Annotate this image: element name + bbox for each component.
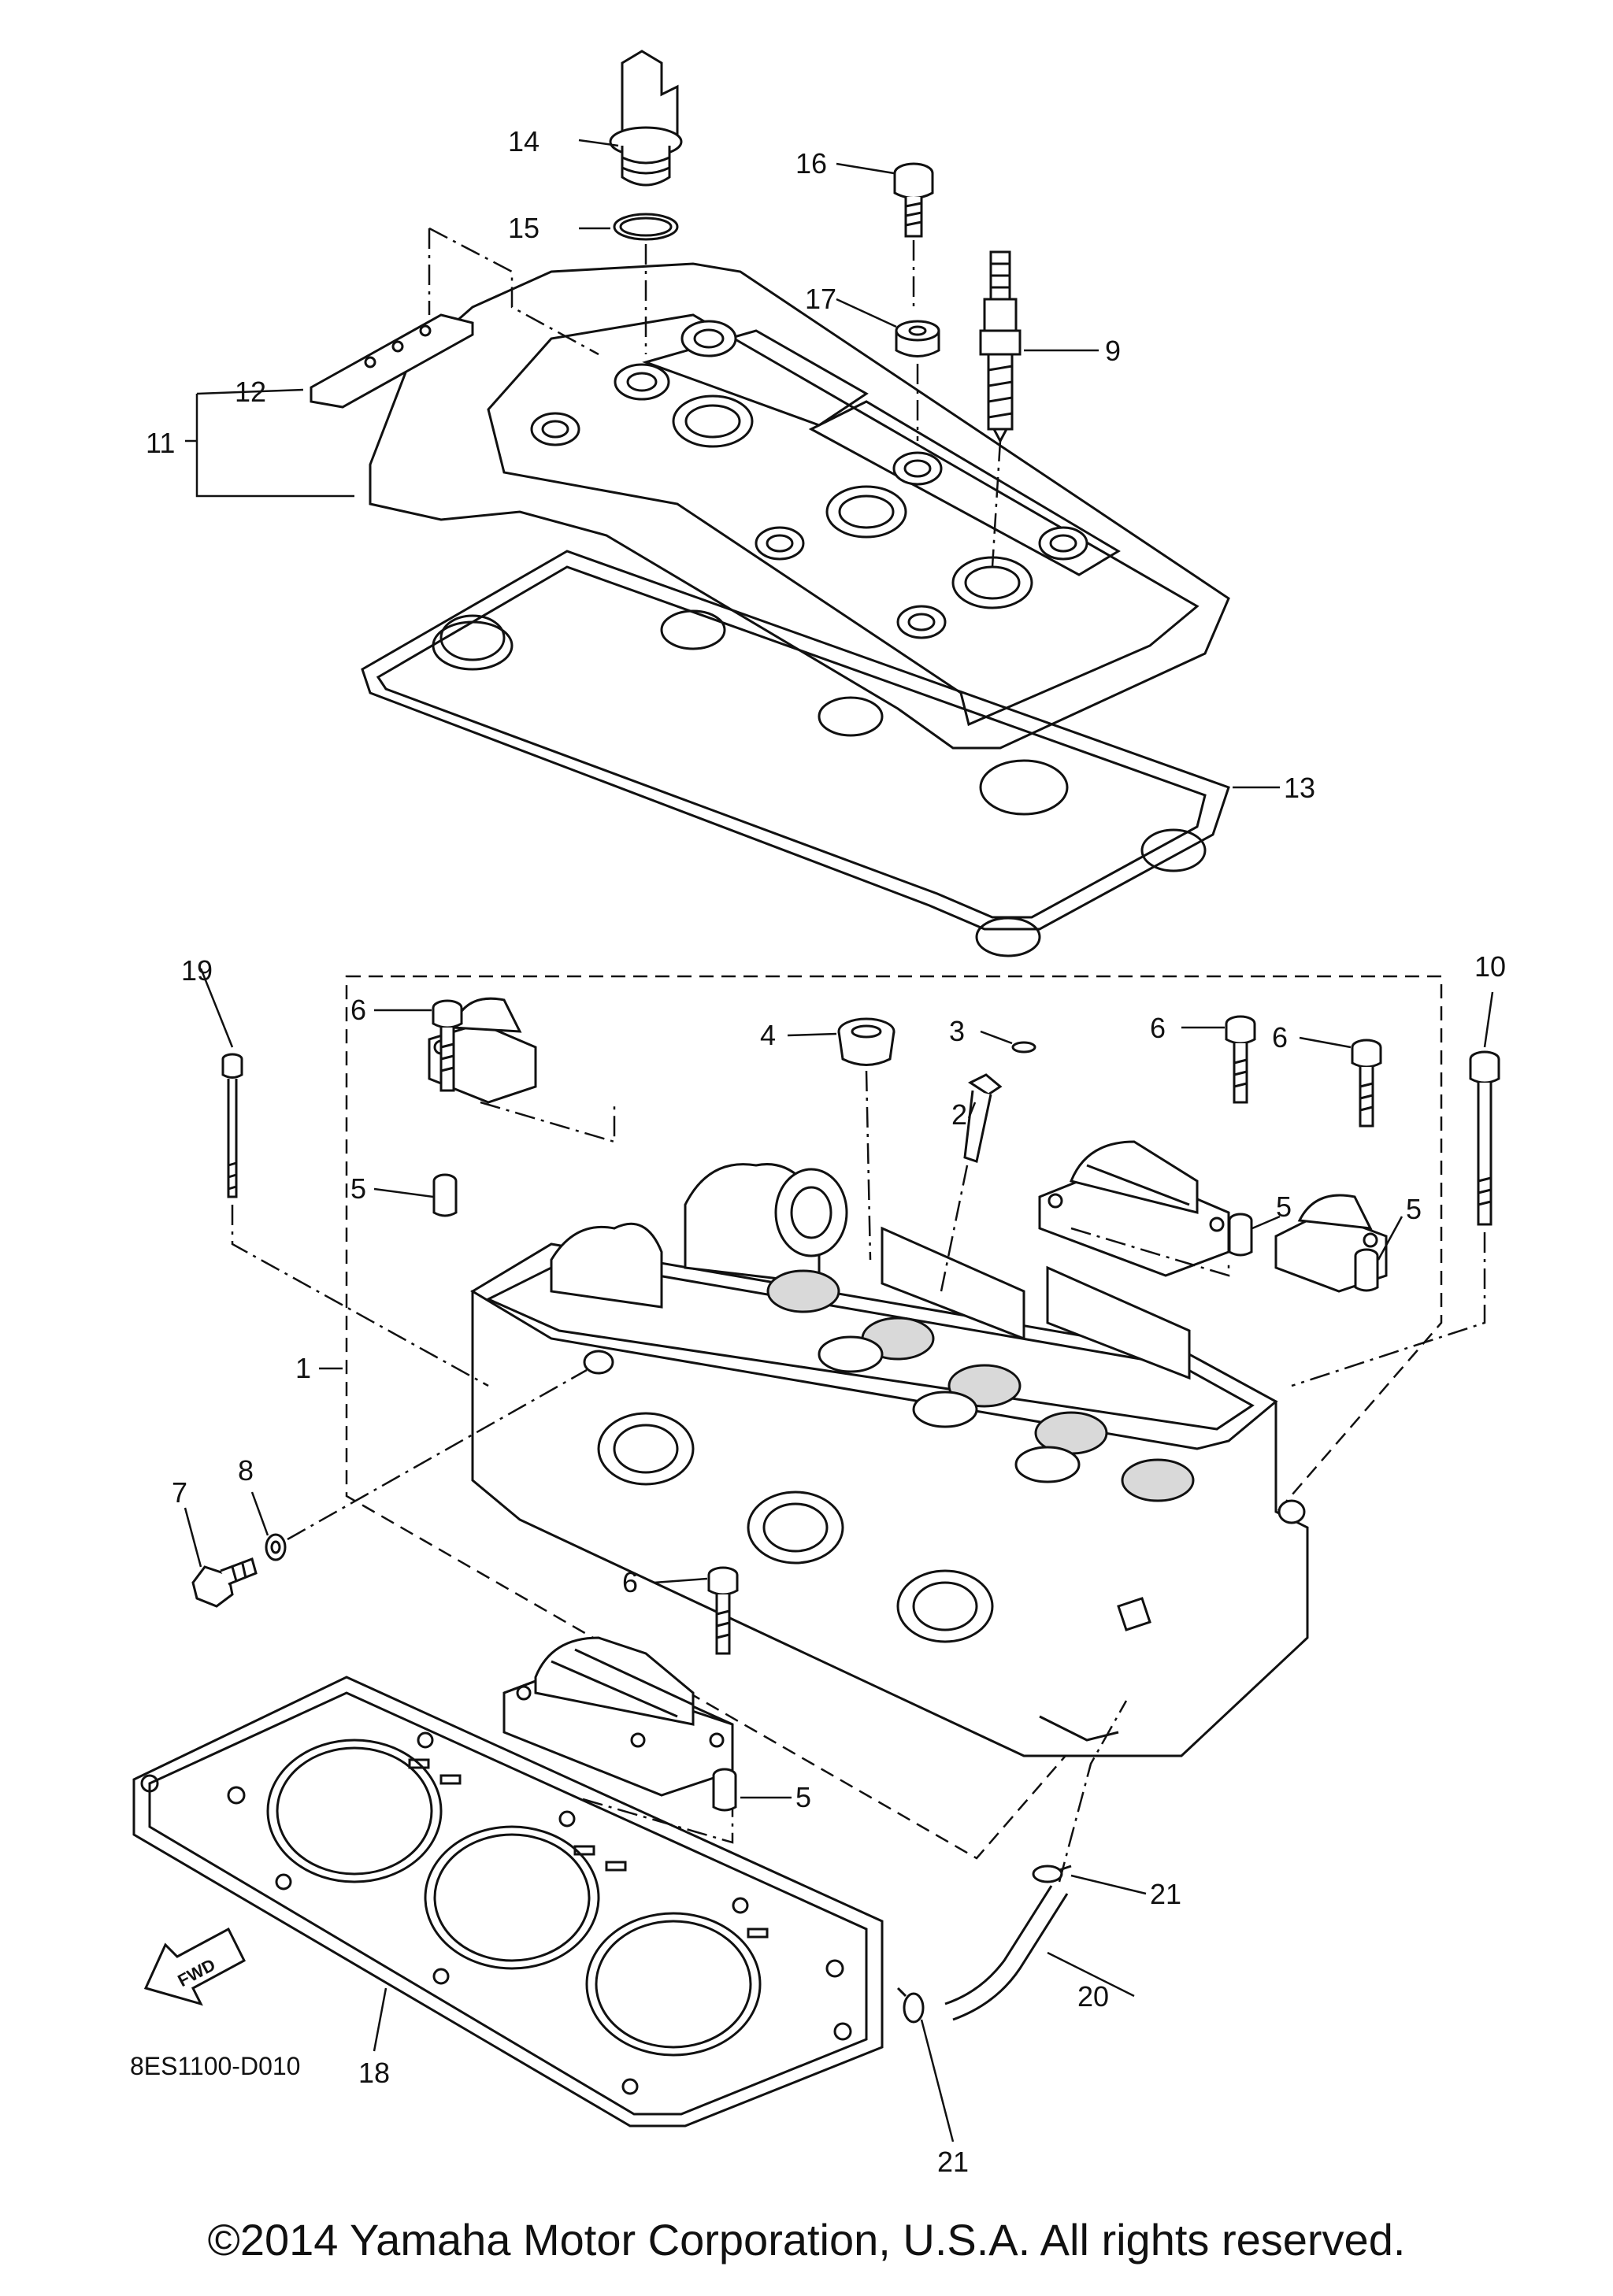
plug-cap	[837, 1017, 895, 1261]
part-label-6-right-b: 6	[1272, 1021, 1288, 1054]
part-label-6-right-a: 6	[1150, 1012, 1166, 1044]
grommet	[895, 320, 940, 441]
part-label-17: 17	[805, 283, 836, 315]
cover-plate	[310, 227, 599, 409]
dowel-pin-right-b	[1354, 1248, 1379, 1292]
hose-clip-lower	[896, 1987, 925, 2024]
part-label-15: 15	[508, 212, 540, 244]
part-label-1: 1	[295, 1352, 311, 1384]
head-cover-gasket	[361, 550, 1230, 957]
part-label-4: 4	[760, 1019, 776, 1051]
part-label-6-left: 6	[350, 994, 366, 1026]
leader-lines	[184, 139, 1494, 2142]
part-label-11: 11	[146, 427, 175, 459]
copyright-notice: ©2014 Yamaha Motor Corporation, U.S.A. A…	[207, 2215, 1406, 2265]
cap-bolt-right-b	[1351, 1039, 1382, 1128]
part-label-3: 3	[949, 1015, 965, 1047]
stud-bolt-left	[221, 1053, 489, 1387]
part-label-5-right-a: 5	[1276, 1191, 1292, 1223]
part-label-18: 18	[358, 2057, 390, 2089]
cover-bolt	[893, 162, 934, 307]
spark-plug	[979, 250, 1022, 568]
part-label-8: 8	[238, 1454, 254, 1487]
dowel-pin-right-a	[1228, 1213, 1253, 1257]
o-ring	[613, 213, 679, 354]
part-label-20: 20	[1077, 1980, 1109, 2013]
part-label-6-lower: 6	[622, 1566, 638, 1598]
drawing-code: 8ES1100-D010	[130, 2052, 300, 2080]
oil-filler-cap	[609, 50, 683, 187]
hose-clip-upper	[1032, 1865, 1072, 1883]
part-label-21-upper: 21	[1150, 1878, 1181, 1910]
camshaft-cap-lower	[502, 1636, 734, 1844]
part-label-10: 10	[1474, 950, 1506, 983]
part-label-14: 14	[508, 125, 540, 157]
cap-bolt-right-a	[1225, 1015, 1256, 1104]
part-label-9: 9	[1105, 335, 1121, 367]
part-label-12: 12	[235, 376, 266, 408]
cylinder-head-cover	[369, 262, 1230, 750]
stud-bolt-right	[1291, 1050, 1500, 1387]
washer	[265, 1368, 588, 1561]
fwd-arrow-icon: FWD	[143, 1927, 246, 2006]
cap-bolt-lower	[707, 1566, 739, 1655]
part-label-21-lower: 21	[937, 2146, 969, 2178]
side-bolt	[191, 1557, 258, 1608]
breather-hose	[944, 1700, 1128, 2021]
camshaft-cap-right-a	[1038, 1140, 1230, 1277]
part-label-5-lower: 5	[795, 1781, 811, 1813]
part-label-5-right-b: 5	[1406, 1193, 1422, 1225]
cylinder-head	[470, 1163, 1309, 1757]
part-label-16: 16	[795, 147, 827, 180]
dowel-pin-left	[432, 1173, 458, 1217]
part-label-19: 19	[181, 954, 213, 987]
pin-clip	[1011, 1041, 1036, 1054]
part-label-2: 2	[951, 1098, 967, 1131]
part-labels: 14 15 16 17 9 12 11 13 19 10 6 6 6 4 3 2…	[130, 125, 1506, 2178]
part-label-5-left: 5	[350, 1172, 366, 1205]
part-label-13: 13	[1284, 772, 1315, 804]
part-label-7: 7	[172, 1476, 187, 1509]
dowel-pin-lower	[712, 1768, 737, 1812]
cylinder-head-gasket	[132, 1676, 884, 2128]
valve-guide	[940, 1073, 1003, 1292]
cap-bolt-left	[432, 999, 463, 1092]
